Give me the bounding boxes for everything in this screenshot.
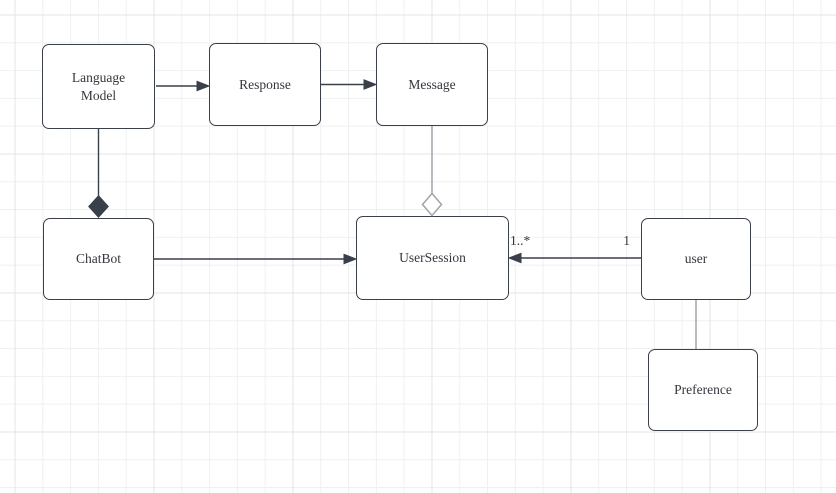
node-label: Response: [239, 76, 291, 92]
arrowhead-icon: [196, 80, 211, 92]
node-preference[interactable]: Preference: [648, 349, 758, 431]
edge-response-message[interactable]: [321, 79, 378, 90]
composition-diamond-icon: [88, 194, 109, 219]
node-language-model[interactable]: Language Model: [42, 44, 155, 129]
node-label: Language Model: [71, 69, 126, 103]
multiplicity-label-one[interactable]: 1: [623, 233, 630, 248]
arrowhead-icon: [507, 252, 522, 264]
multiplicity-label-many[interactable]: 1..*: [510, 233, 531, 248]
edge-user-usersession[interactable]: [507, 252, 641, 264]
node-user[interactable]: user: [641, 218, 751, 300]
node-usersession[interactable]: UserSession: [356, 216, 509, 300]
node-label: ChatBot: [75, 251, 121, 267]
aggregation-diamond-icon: [421, 192, 443, 217]
arrowhead-icon: [363, 79, 378, 90]
edge-chatbot-usersession[interactable]: [154, 253, 358, 265]
edge-languagemodel-response[interactable]: [156, 80, 211, 92]
node-label: user: [684, 251, 708, 267]
node-message[interactable]: Message: [376, 43, 488, 126]
edge-message-usersession-aggregation[interactable]: [421, 126, 443, 217]
node-label: UserSession: [399, 250, 466, 266]
arrowhead-icon: [343, 253, 358, 265]
edge-languagemodel-chatbot-composition[interactable]: [88, 129, 109, 219]
node-label: Message: [408, 76, 456, 92]
node-response[interactable]: Response: [209, 43, 321, 126]
node-label: Preference: [674, 382, 732, 398]
node-chatbot[interactable]: ChatBot: [43, 218, 154, 300]
